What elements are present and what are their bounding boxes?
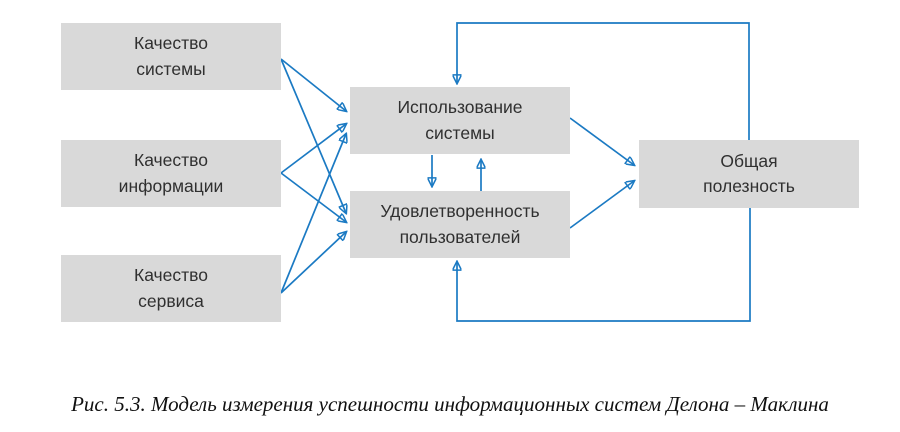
arrow-net-benefits-to-user-satisfaction-feedback: [457, 208, 751, 322]
node-system-quality: Качество системы: [61, 23, 281, 90]
arrow-service-quality-to-user-satisfaction: [280, 232, 346, 294]
node-service-quality: Качество сервиса: [61, 255, 281, 322]
figure-caption: Рис. 5.3. Модель измерения успешности ин…: [71, 392, 829, 416]
arrow-information-quality-to-user-satisfaction: [280, 172, 346, 222]
node-net-benefits: Общая полезность: [639, 140, 859, 208]
arrow-net-benefits-to-system-use-feedback: [457, 22, 750, 140]
arrow-information-quality-to-system-use: [280, 124, 346, 174]
node-user-satisfaction: Удовлетворенность пользователей: [350, 191, 570, 258]
arrow-system-use-to-net-benefits: [569, 117, 634, 165]
arrow-system-quality-to-user-satisfaction: [280, 58, 346, 213]
arrow-service-quality-to-system-use: [280, 134, 346, 294]
node-information-quality: Качество информации: [61, 140, 281, 207]
arrow-user-satisfaction-to-net-benefits: [569, 181, 634, 229]
arrow-system-quality-to-system-use: [280, 58, 346, 111]
node-system-use: Использование системы: [350, 87, 570, 154]
